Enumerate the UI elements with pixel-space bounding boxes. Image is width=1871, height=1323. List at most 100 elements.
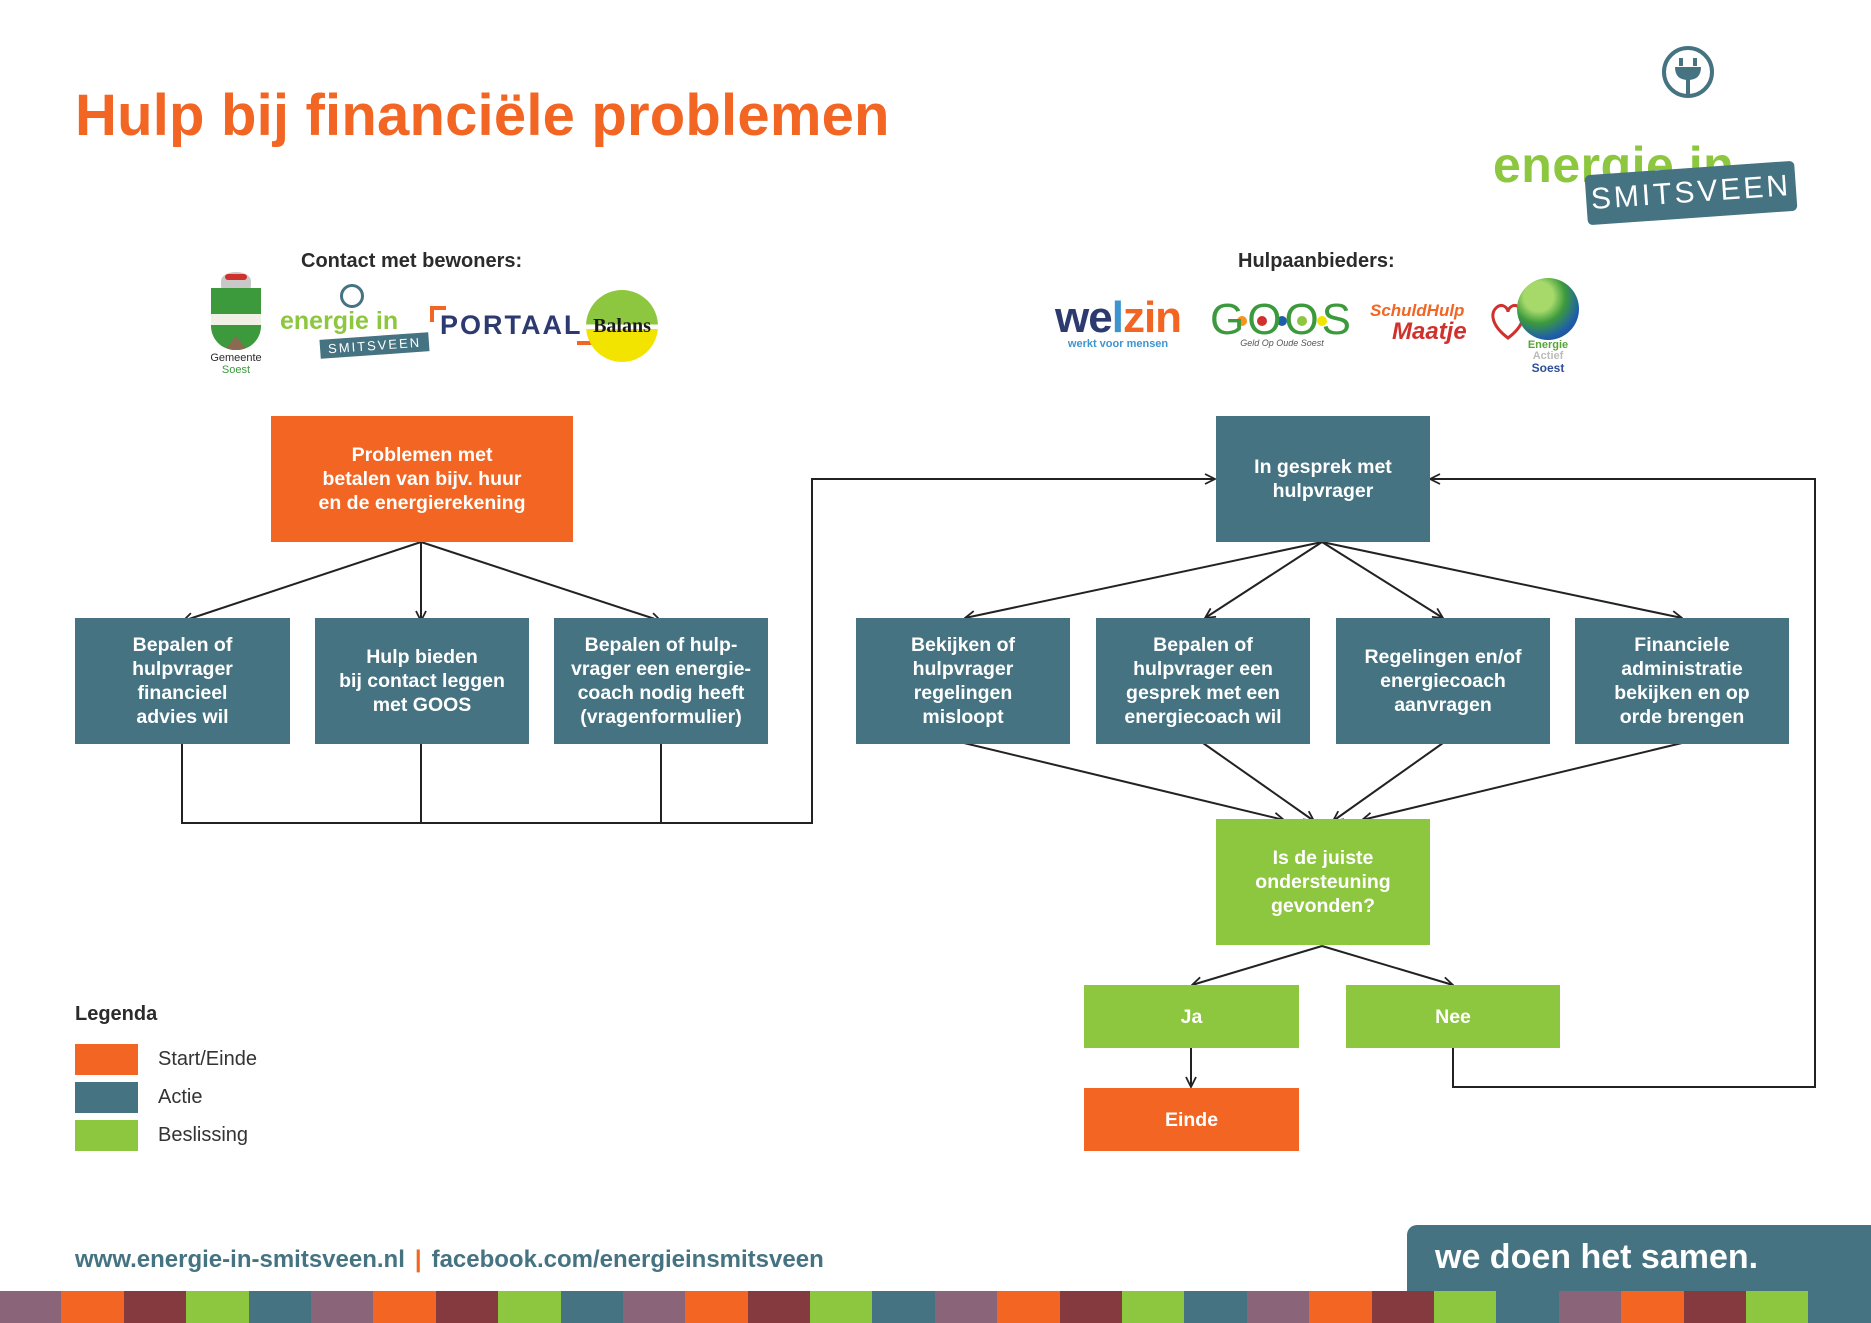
facebook-link[interactable]: facebook.com/energieinsmitsveen (431, 1246, 824, 1273)
color-strip-block (622, 1291, 686, 1323)
small-logo-tag: SMITSVEEN (319, 332, 430, 359)
gemeente-label: Gemeente (210, 352, 262, 364)
arrow-decision-to-no (1321, 945, 1453, 985)
arrow-conversation-to-action-a (965, 541, 1323, 618)
portaal-text: PORTAAL (430, 306, 593, 345)
color-strip-block (1184, 1291, 1247, 1323)
legend-label: Beslissing (158, 1124, 249, 1146)
legend-title: Legenda (75, 1003, 158, 1025)
color-strip (0, 1291, 1871, 1323)
goos-dot (1297, 316, 1308, 326)
legend-swatch-orange (75, 1044, 138, 1075)
plug-icon (340, 284, 364, 308)
color-strip-block (1683, 1291, 1746, 1323)
color-strip-block (61, 1291, 124, 1323)
color-strip-block (997, 1291, 1060, 1323)
goos-logo: GOOS Geld Op Oude Soest (1210, 295, 1355, 349)
balans-logo: Balans (586, 290, 658, 362)
legend-label: Start/Einde (158, 1048, 257, 1070)
conversation-box: In gesprek met hulpvrager (1216, 416, 1430, 542)
arrow-decision-to-yes (1192, 945, 1323, 985)
action-box-missed-schemes: Bekijken of hulpvrager regelingen misloo… (856, 618, 1070, 744)
contact-section-label: Contact met bewoners: (301, 250, 523, 272)
end-box: Einde (1084, 1088, 1299, 1151)
color-strip-block (373, 1291, 436, 1323)
color-strip-block (1059, 1291, 1123, 1323)
no-box: Nee (1346, 985, 1560, 1048)
arrow-action-d-to-decision (1362, 742, 1683, 820)
action-box-financial-advice: Bepalen of hulpvrager financieel advies … (75, 618, 290, 744)
start-box: Problemen met betalen van bijv. huur en … (271, 416, 573, 542)
energie-in-smitsveen-small-logo: energie in SMITSVEEN (280, 284, 430, 359)
color-strip-block (1433, 1291, 1497, 1323)
color-strip-block (1558, 1291, 1622, 1323)
goos-text: GOOS (1210, 295, 1355, 344)
welzin-part3: zin (1122, 293, 1182, 342)
arrow-start-to-action-1 (183, 541, 422, 621)
arrow-start-to-action-3 (420, 541, 661, 621)
plug-icon (1662, 46, 1714, 98)
legend-swatch-teal (75, 1082, 138, 1113)
color-strip-block (310, 1291, 374, 1323)
arrow-conversation-to-action-c (1321, 541, 1443, 618)
goos-dot (1237, 316, 1248, 326)
crest-shield-icon (211, 288, 261, 350)
gemeente-soest-logo: Gemeente Soest (200, 272, 272, 376)
color-strip-block (498, 1291, 561, 1323)
legend-label: Actie (158, 1086, 203, 1108)
action-box-coach-conversation: Bepalen of hulpvrager een gesprek met ee… (1096, 618, 1310, 744)
arrow-conversation-to-action-b (1205, 541, 1323, 618)
eas-line2: Actief (1532, 350, 1564, 362)
website-link[interactable]: www.energie-in-smitsveen.nl (75, 1246, 405, 1273)
goos-dot (1257, 316, 1268, 326)
welzin-logo: welzin werkt voor mensen (1055, 296, 1182, 351)
color-strip-block (1808, 1291, 1871, 1323)
arrow-action-b-to-decision (1202, 742, 1314, 821)
color-strip-block (747, 1291, 811, 1323)
balans-text: Balans (593, 314, 651, 337)
color-strip-block (1745, 1291, 1809, 1323)
color-strip-block (560, 1291, 623, 1323)
eas-line1: Energie (1527, 339, 1569, 351)
energie-actief-soest-logo: Energie Actief Soest (1517, 278, 1579, 374)
goos-dot (1317, 316, 1328, 326)
arrow-action-a-to-decision (963, 742, 1284, 820)
color-strip-block (0, 1291, 62, 1323)
color-strip-block (1246, 1291, 1310, 1323)
yes-box: Ja (1084, 985, 1299, 1048)
connector-left-collector (181, 743, 661, 824)
goos-dots (1237, 316, 1328, 326)
color-strip-block (1496, 1291, 1559, 1323)
energie-in-smitsveen-logo: energie in SMITSVEEN (1490, 40, 1820, 230)
footer-separator: | (414, 1246, 422, 1273)
color-strip-block (123, 1291, 187, 1323)
portaal-logo: PORTAAL (430, 306, 593, 345)
page-title: Hulp bij financiële problemen (75, 83, 890, 148)
legend-item-action: Actie (75, 1082, 202, 1113)
color-strip-block (1122, 1291, 1185, 1323)
color-strip-block (435, 1291, 499, 1323)
arrow-action-c-to-decision (1333, 742, 1444, 821)
color-strip-block (1371, 1291, 1434, 1323)
action-box-financial-administration: Financiele administratie bekijken en op … (1575, 618, 1789, 744)
schuldhulp-text: SchuldHulp (1370, 301, 1465, 320)
arrow-conversation-to-action-d (1321, 541, 1682, 618)
decision-box: Is de juiste ondersteuning gevonden? (1216, 819, 1430, 945)
color-strip-block (186, 1291, 249, 1323)
color-strip-block (248, 1291, 311, 1323)
color-strip-block (1621, 1291, 1684, 1323)
schuldhulpmaatje-logo: SchuldHulp Maatje (1370, 301, 1525, 344)
providers-section-label: Hulpaanbieders: (1238, 250, 1395, 272)
color-strip-block (872, 1291, 935, 1323)
eas-line3: Soest (1531, 361, 1565, 375)
action-box-energy-coach-need: Bepalen of hulp- vrager een energie- coa… (554, 618, 768, 744)
legend-swatch-green (75, 1120, 138, 1151)
small-logo-word: energie in (280, 307, 399, 335)
color-strip-block (685, 1291, 748, 1323)
globe-leaf-icon (1517, 278, 1579, 340)
welzin-tagline: werkt voor mensen (1067, 338, 1169, 350)
color-strip-block (810, 1291, 873, 1323)
action-box-request-schemes: Regelingen en/of energiecoach aanvragen (1336, 618, 1550, 744)
legend-item-decision: Beslissing (75, 1120, 248, 1151)
goos-dot (1277, 316, 1288, 326)
